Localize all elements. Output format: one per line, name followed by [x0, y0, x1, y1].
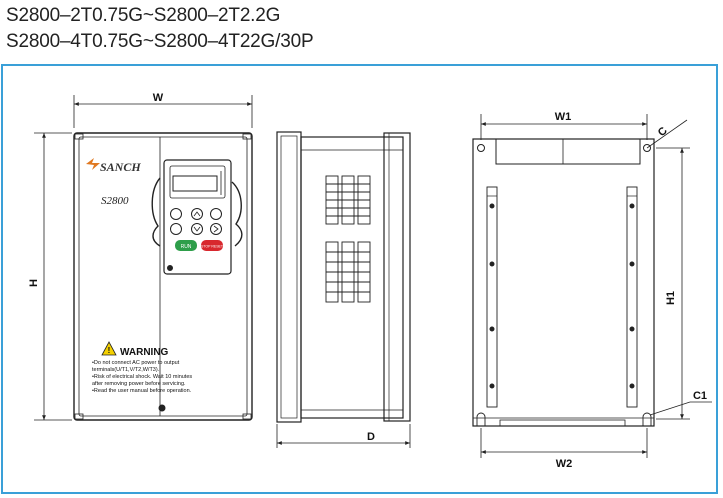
- model-range-title-2: S2800–4T0.75G~S2800–4T22G/30P: [6, 31, 314, 52]
- stop-button: STOP RESET: [201, 240, 224, 251]
- run-button: RUN: [175, 240, 197, 251]
- model-range-title-1: S2800–2T0.75G~S2800–2T2.2G: [6, 5, 281, 26]
- dim-h-label: H: [28, 279, 40, 287]
- warning-line-4: after removing power before servicing.: [92, 381, 186, 387]
- dim-w1-label: W1: [555, 111, 572, 123]
- brand-name: SANCH: [100, 160, 141, 174]
- brand-logo: SANCH: [86, 158, 141, 174]
- warning-line-2: terminals(U/T1,V/T2,W/T3).: [92, 367, 160, 373]
- dim-h1-label: H1: [665, 291, 677, 305]
- warning-heading: WARNING: [120, 347, 169, 358]
- dim-c-label: C: [656, 125, 670, 139]
- svg-text:RUN: RUN: [181, 244, 192, 250]
- warning-line-3: •Risk of electrical shock. Wait 10 minut…: [92, 374, 192, 380]
- warning-line-5: •Read the user manual before operation.: [92, 388, 192, 394]
- dim-w-label: W: [153, 92, 164, 104]
- warning-label: ! WARNING •Do not connect AC power to ou…: [92, 341, 192, 394]
- svg-text:STOP RESET: STOP RESET: [201, 245, 224, 249]
- title-block: S2800–2T0.75G~S2800–2T2.2G S2800–4T0.75G…: [6, 3, 314, 55]
- side-view: [276, 131, 411, 448]
- dim-c1-label: C1: [693, 390, 707, 402]
- model-label: S2800: [101, 195, 129, 207]
- dim-d-label: D: [367, 431, 375, 443]
- svg-text:!: !: [108, 346, 111, 355]
- dim-w2-label: W2: [556, 458, 573, 470]
- front-view: [34, 95, 253, 421]
- drawing-frame: [1, 64, 718, 494]
- warning-line-1: •Do not connect AC power to output: [92, 360, 180, 366]
- back-view: [472, 114, 712, 458]
